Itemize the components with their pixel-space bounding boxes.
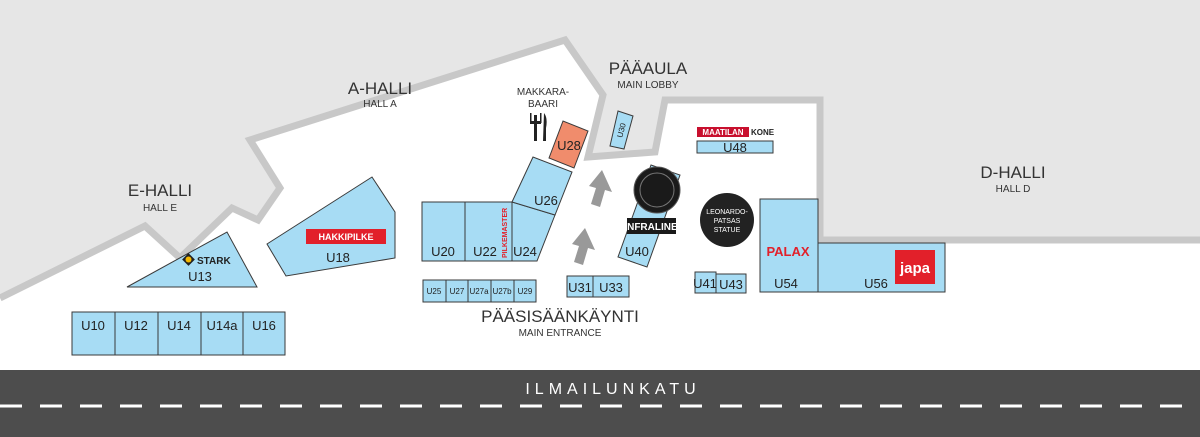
main-entrance-label: PÄÄSISÄÄNKÄYNTI (481, 307, 639, 326)
booth-label: U54 (774, 276, 798, 291)
booth-u12[interactable] (114, 311, 159, 356)
booth-u14[interactable] (157, 311, 202, 356)
booth-label: U27a (469, 287, 489, 296)
booth-u14a[interactable] (200, 311, 244, 356)
statue-marker (700, 193, 754, 247)
booth-label: U25 (427, 287, 442, 296)
booth-label: U40 (625, 244, 649, 259)
booth-u30[interactable] (609, 110, 634, 150)
booth-label: U14a (206, 318, 238, 333)
makkarabaari-label-2: BAARI (528, 99, 558, 110)
stark-logo: STARK (182, 253, 231, 267)
medallion-logo (633, 166, 681, 214)
booth-label: U26 (534, 193, 558, 208)
booth-u48[interactable] (696, 140, 774, 154)
palax-logo: PALAX (766, 244, 809, 259)
main-lobby-label: PÄÄAULA (609, 59, 688, 78)
booth-label: U10 (81, 318, 105, 333)
booth-label: U27b (492, 287, 512, 296)
booth-u22[interactable] (464, 201, 513, 262)
hall-e-label: E-HALLI (128, 181, 192, 200)
statue-label-2: PATSAS (714, 218, 741, 225)
svg-text:japa: japa (899, 260, 931, 277)
booth-u29[interactable] (513, 279, 537, 303)
booth-u43[interactable] (715, 273, 747, 294)
svg-text:INFRALINE: INFRALINE (624, 222, 678, 233)
arrow-up-icon (589, 170, 612, 207)
street-name: ILMAILUNKATU (525, 381, 700, 398)
infraline-logo: INFRALINE (624, 218, 678, 234)
booth-label: U33 (599, 280, 623, 295)
booth-u26[interactable] (511, 156, 573, 216)
booth-label: U48 (723, 140, 747, 155)
statue-label-3: STATUE (714, 227, 741, 234)
booth-label: U41 (693, 276, 717, 291)
main-entrance-sub: MAIN ENTRANCE (519, 328, 602, 339)
statue-label: LEONARDO- (706, 209, 748, 216)
street-label-bg (515, 378, 715, 396)
booth-label: U43 (719, 277, 743, 292)
hall-wall (0, 35, 1200, 302)
booth-label: U56 (864, 276, 888, 291)
medallion-ring (639, 172, 675, 208)
makkarabaari-label: MAKKARA- (517, 87, 569, 98)
booth-label: U31 (568, 280, 592, 295)
booth-row-u10-u16: U10 U12 U14 U14a U16 (71, 311, 286, 356)
booth-label: U28 (557, 138, 581, 153)
booth-label: U24 (513, 244, 537, 259)
svg-text:MAATILAN: MAATILAN (702, 128, 743, 137)
main-lobby-sub: MAIN LOBBY (617, 80, 678, 91)
booth-label: U30 (615, 122, 628, 139)
booth-label: U29 (518, 287, 533, 296)
hall-d-sub: HALL D (996, 184, 1031, 195)
booth-u20[interactable] (421, 201, 466, 262)
hall-d-label: D-HALLI (980, 163, 1045, 182)
booth-label: U12 (124, 318, 148, 333)
pilkemaster-logo: PILKEMASTER (502, 208, 509, 258)
svg-text:STARK: STARK (197, 256, 231, 267)
booth-label: U13 (188, 269, 212, 284)
booth-u28[interactable] (548, 120, 589, 169)
booth-label: U27 (450, 287, 465, 296)
booth-u33[interactable] (592, 275, 630, 298)
arrow-up-icon (572, 228, 595, 265)
svg-text:KONE: KONE (751, 128, 775, 137)
hall-area (0, 0, 1200, 298)
booth-label: U22 (473, 244, 497, 259)
booth-label: U20 (431, 244, 455, 259)
booth-label: U18 (326, 250, 350, 265)
hall-e-sub: HALL E (143, 203, 177, 214)
hall-a-label: A-HALLI (348, 79, 412, 98)
booth-u16[interactable] (242, 311, 286, 356)
booth-label: U14 (167, 318, 191, 333)
svg-text:HAKKIPILKE: HAKKIPILKE (318, 232, 373, 242)
booth-u10[interactable] (71, 311, 116, 356)
maatilan-kone-logo: MAATILAN KONE (697, 127, 775, 137)
booth-u54[interactable] (759, 198, 819, 293)
japa-logo: japa (895, 250, 935, 284)
hakkipilke-logo: HAKKIPILKE (306, 229, 386, 244)
booth-label: U16 (252, 318, 276, 333)
booth-u18[interactable] (266, 176, 396, 277)
hall-a-sub: HALL A (363, 99, 397, 110)
fork-knife-icon (530, 113, 547, 141)
